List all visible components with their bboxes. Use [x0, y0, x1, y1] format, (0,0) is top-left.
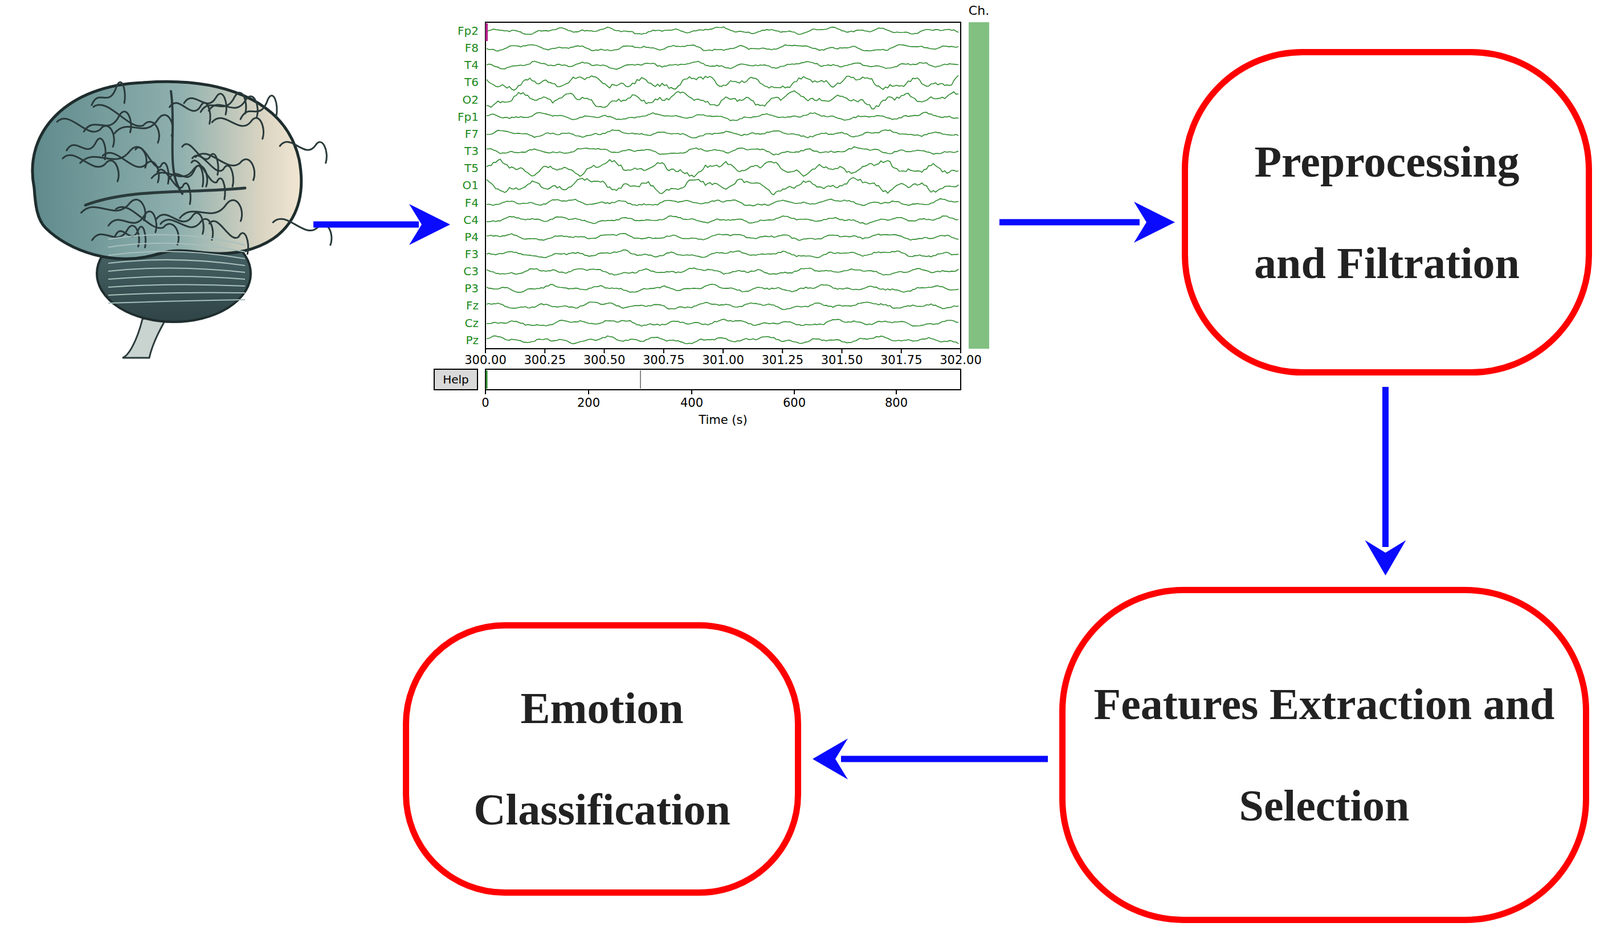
- channel-name: Cz: [464, 316, 479, 330]
- channel-name: Fp1: [457, 109, 479, 124]
- channel-name: Fz: [466, 298, 479, 313]
- channel-name: T5: [464, 161, 479, 175]
- channel-name: T4: [464, 58, 479, 72]
- tick-label: 300.75: [642, 353, 685, 367]
- box-outline: [402, 622, 802, 896]
- channel-name: C4: [463, 213, 479, 227]
- axis-label: Time (s): [698, 413, 748, 427]
- tick-label: 301.75: [880, 353, 922, 367]
- channel-name: O1: [462, 178, 479, 193]
- axis-label: Ch.: [968, 3, 990, 18]
- channel-name: F4: [464, 196, 479, 210]
- box-text: Features Extraction and Selection: [1093, 653, 1555, 857]
- box-text: Emotion Classification: [439, 657, 765, 861]
- box-text: Preprocessing and Filtration: [1215, 111, 1558, 314]
- box-outline: [1059, 586, 1590, 924]
- flow-arrow: [812, 738, 1048, 780]
- tick-label: 300.25: [524, 353, 566, 367]
- channel-name: O2: [462, 92, 479, 107]
- tick-label: 301.00: [701, 353, 744, 367]
- process-box: Features Extraction and Selection: [1059, 586, 1590, 924]
- channel-name: T3: [464, 144, 479, 158]
- channel-name: C3: [463, 264, 479, 279]
- tick-label: 200: [577, 396, 600, 410]
- tick-label: 600: [782, 396, 806, 410]
- channel-name: P3: [464, 281, 479, 296]
- tick-label: 301.50: [821, 353, 863, 367]
- tick-label: 0: [481, 396, 489, 410]
- channel-name: F8: [464, 41, 479, 55]
- channel-name: T6: [464, 75, 479, 89]
- tick-label: 800: [884, 396, 908, 410]
- process-box: Preprocessing and Filtration: [1181, 49, 1593, 376]
- eeg-plot: [434, 22, 990, 395]
- tick-label: 302.00: [939, 353, 982, 367]
- channel-name: F3: [464, 247, 479, 261]
- tick-label: 300.00: [464, 353, 506, 367]
- brain-illustration: [32, 81, 332, 358]
- tick-label: 400: [680, 396, 704, 410]
- channel-name: Pz: [465, 333, 479, 348]
- box-outline: [1181, 49, 1593, 376]
- button-label: Help: [442, 372, 469, 387]
- channel-name: P4: [464, 230, 479, 244]
- flow-arrow: [1365, 386, 1407, 576]
- process-box: Emotion Classification: [402, 622, 802, 896]
- channel-name: F7: [464, 127, 479, 141]
- channel-name: Fp2: [457, 23, 479, 38]
- tick-label: 301.25: [761, 353, 804, 367]
- tick-label: 300.50: [583, 353, 626, 367]
